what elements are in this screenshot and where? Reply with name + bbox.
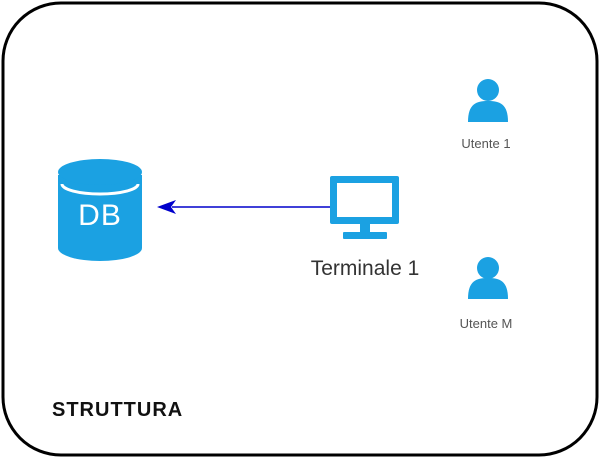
terminal-to-db-connector <box>157 200 332 214</box>
user-1-label: Utente 1 <box>461 136 511 151</box>
user-m-label: Utente M <box>459 316 513 331</box>
user-icon <box>468 257 508 299</box>
monitor-icon <box>330 176 399 239</box>
user-icon <box>468 79 508 122</box>
database-cylinder-icon <box>58 159 142 261</box>
arrowhead-icon <box>157 200 176 214</box>
database-label: DB <box>78 199 122 232</box>
container-title: STRUTTURA <box>52 399 184 421</box>
terminal-label: Terminale 1 <box>310 257 420 280</box>
